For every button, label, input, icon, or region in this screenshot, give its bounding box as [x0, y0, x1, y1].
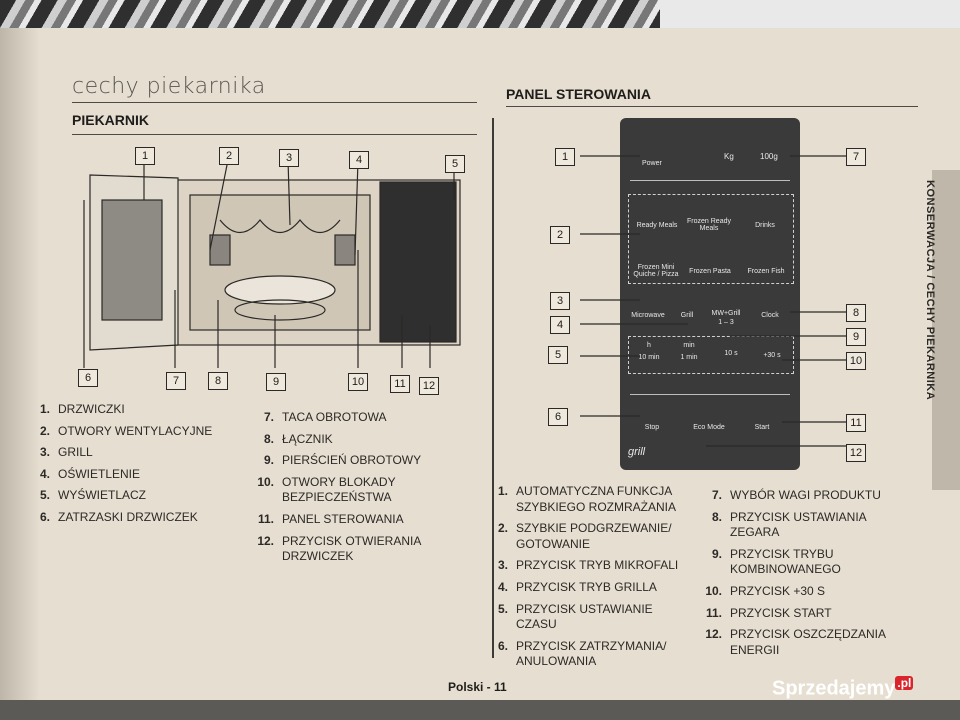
oven-diagram [83, 159, 461, 368]
frozen-fish-label: Frozen Fish [747, 268, 785, 275]
panel-callout-10: 10 [846, 352, 866, 370]
panel-callout-5: 5 [548, 346, 568, 364]
callout-3: 3 [279, 149, 299, 167]
section-rule [72, 134, 477, 135]
stop-label: Stop [644, 424, 660, 431]
start-label: Start [754, 424, 770, 431]
list-item: 3.GRILL [39, 445, 93, 460]
callout-2: 2 [219, 147, 239, 165]
side-tab [932, 170, 960, 490]
panel-callout-8: 8 [846, 304, 866, 322]
panel-separator [630, 394, 790, 395]
list-item: 3.PRZYCISK TRYB MIKROFALI [497, 558, 679, 573]
list-item: 5.WYŚWIETLACZ [39, 488, 147, 503]
list-item: 4.OŚWIETLENIE [39, 466, 141, 481]
list-item: 7.WYBÓR WAGI PRODUKTU [711, 488, 881, 502]
panel-callout-4: 4 [550, 316, 570, 334]
auto-cook-group [628, 194, 794, 284]
page-title: cechy piekarnika [72, 74, 266, 99]
callout-6: 6 [78, 369, 98, 387]
frozen-mini-quiche-label: Frozen Mini Quiche / Pizza [633, 264, 679, 278]
min-label: min [683, 342, 695, 349]
list-item: 1.DRZWICZKI [39, 402, 125, 416]
ten-min-label: 10 min [638, 354, 660, 361]
callout-8: 8 [208, 372, 228, 390]
list-item: 4.PRZYCISK TRYB GRILLA [497, 579, 657, 594]
panel-buttons-list-right: 7.WYBÓR WAGI PRODUKTU 8.PRZYCISK USTAWIA… [700, 488, 900, 664]
list-item: 10.PRZYCISK +30 S [705, 583, 826, 598]
callout-7: 7 [166, 372, 186, 390]
callout-5: 5 [445, 155, 465, 173]
mw-grill-sub-label: 1 – 3 [718, 319, 734, 326]
frozen-ready-meals-label: Frozen Ready Meals [687, 218, 731, 232]
frozen-pasta-label: Frozen Pasta [689, 268, 731, 275]
oven-parts-list-right: 7.TACA OBROTOWA 8.ŁĄCZNIK 9.PIERŚCIEŃ OB… [252, 410, 452, 571]
eco-mode-label: Eco Mode [693, 424, 725, 431]
ready-meals-label: Ready Meals [636, 222, 678, 229]
watermark: Sprzedajemy.pl [772, 676, 914, 701]
plus30-label: +30 s [763, 352, 781, 359]
mw-grill-label: MW+Grill [711, 310, 741, 317]
hours-label: h [647, 342, 651, 349]
time-group [628, 336, 794, 374]
watermark-suffix: .pl [895, 676, 914, 690]
manual-page [0, 28, 960, 700]
list-item: 9.PIERŚCIEŃ OBROTOWY [263, 453, 422, 468]
oven-parts-list-left: 1.DRZWICZKI 2.OTWORY WENTYLACYJNE 3.GRIL… [28, 402, 228, 532]
list-item: 7.TACA OBROTOWA [263, 410, 387, 424]
section-heading-control-panel: PANEL STEROWANIA [506, 86, 651, 102]
callout-12: 12 [419, 377, 439, 395]
list-item: 11.PANEL STEROWANIA [257, 511, 404, 526]
panel-separator [630, 180, 790, 181]
panel-callout-12: 12 [846, 444, 866, 462]
panel-callout-6: 6 [548, 408, 568, 426]
callout-1: 1 [135, 147, 155, 165]
list-item: 12.PRZYCISK OTWIERANIA DRZWICZEK [257, 533, 421, 564]
drinks-label: Drinks [755, 222, 775, 229]
one-min-label: 1 min [680, 354, 698, 361]
callout-9: 9 [266, 373, 286, 391]
grill-label: Grill [680, 312, 694, 319]
kg-label: Kg [724, 152, 734, 161]
control-panel-illustration: Power Kg 100g Ready Meals Frozen Ready M… [620, 118, 800, 470]
callout-4: 4 [349, 151, 369, 169]
list-item: 10.OTWORY BLOKADY BEZPIECZEŃSTWA [257, 474, 396, 505]
power-icon-label: Power [642, 160, 662, 167]
list-item: 12.PRZYCISK OSZCZĘDZANIA ENERGII [705, 627, 886, 657]
list-item: 2.OTWORY WENTYLACYJNE [39, 423, 213, 438]
section-heading-oven: PIEKARNIK [72, 112, 150, 128]
title-rule [72, 102, 477, 103]
section-rule-right [506, 106, 918, 107]
column-divider [492, 118, 494, 658]
weight-label: 100g [760, 152, 778, 161]
list-item: 11.PRZYCISK START [705, 605, 832, 620]
callout-10: 10 [348, 373, 368, 391]
page-gutter-shadow [0, 28, 40, 700]
panel-callout-lines [580, 155, 846, 447]
list-item: 6.ZATRZASKI DRZWICZEK [39, 509, 198, 524]
side-tab-label: KONSERWACJA / CECHY PIEKARNIKA [924, 180, 936, 401]
panel-callout-2: 2 [550, 226, 570, 244]
ten-sec-label: 10 s [724, 350, 738, 357]
page-number: Polski - 11 [448, 680, 507, 694]
list-item: 9.PRZYCISK TRYBU KOMBINOWANEGO [711, 546, 841, 577]
microwave-label: Microwave [631, 312, 665, 319]
panel-buttons-list-left: 1.AUTOMATYCZNA FUNKCJA SZYBKIEGO ROZMRAŻ… [486, 484, 686, 676]
panel-callout-7: 7 [846, 148, 866, 166]
callout-11: 11 [390, 375, 410, 393]
list-item: 6.PRZYCISK ZATRZYMANIA/ ANULOWANIA [497, 638, 667, 669]
list-item: 1.AUTOMATYCZNA FUNKCJA SZYBKIEGO ROZMRAŻ… [497, 484, 677, 514]
panel-callout-11: 11 [846, 414, 866, 432]
panel-callout-9: 9 [846, 328, 866, 346]
list-item: 5.PRZYCISK USTAWIANIE CZASU [497, 601, 653, 632]
list-item: 8.PRZYCISK USTAWIANIA ZEGARA [711, 509, 867, 540]
brand-label: grill [628, 446, 646, 458]
panel-callout-1: 1 [555, 148, 575, 166]
clock-label: Clock [761, 312, 779, 319]
list-item: 2.SZYBKIE PODGRZEWANIE/ GOTOWANIE [497, 521, 672, 551]
list-item: 8.ŁĄCZNIK [263, 431, 333, 446]
watermark-text: Sprzedajemy [772, 677, 896, 700]
panel-callout-3: 3 [550, 292, 570, 310]
